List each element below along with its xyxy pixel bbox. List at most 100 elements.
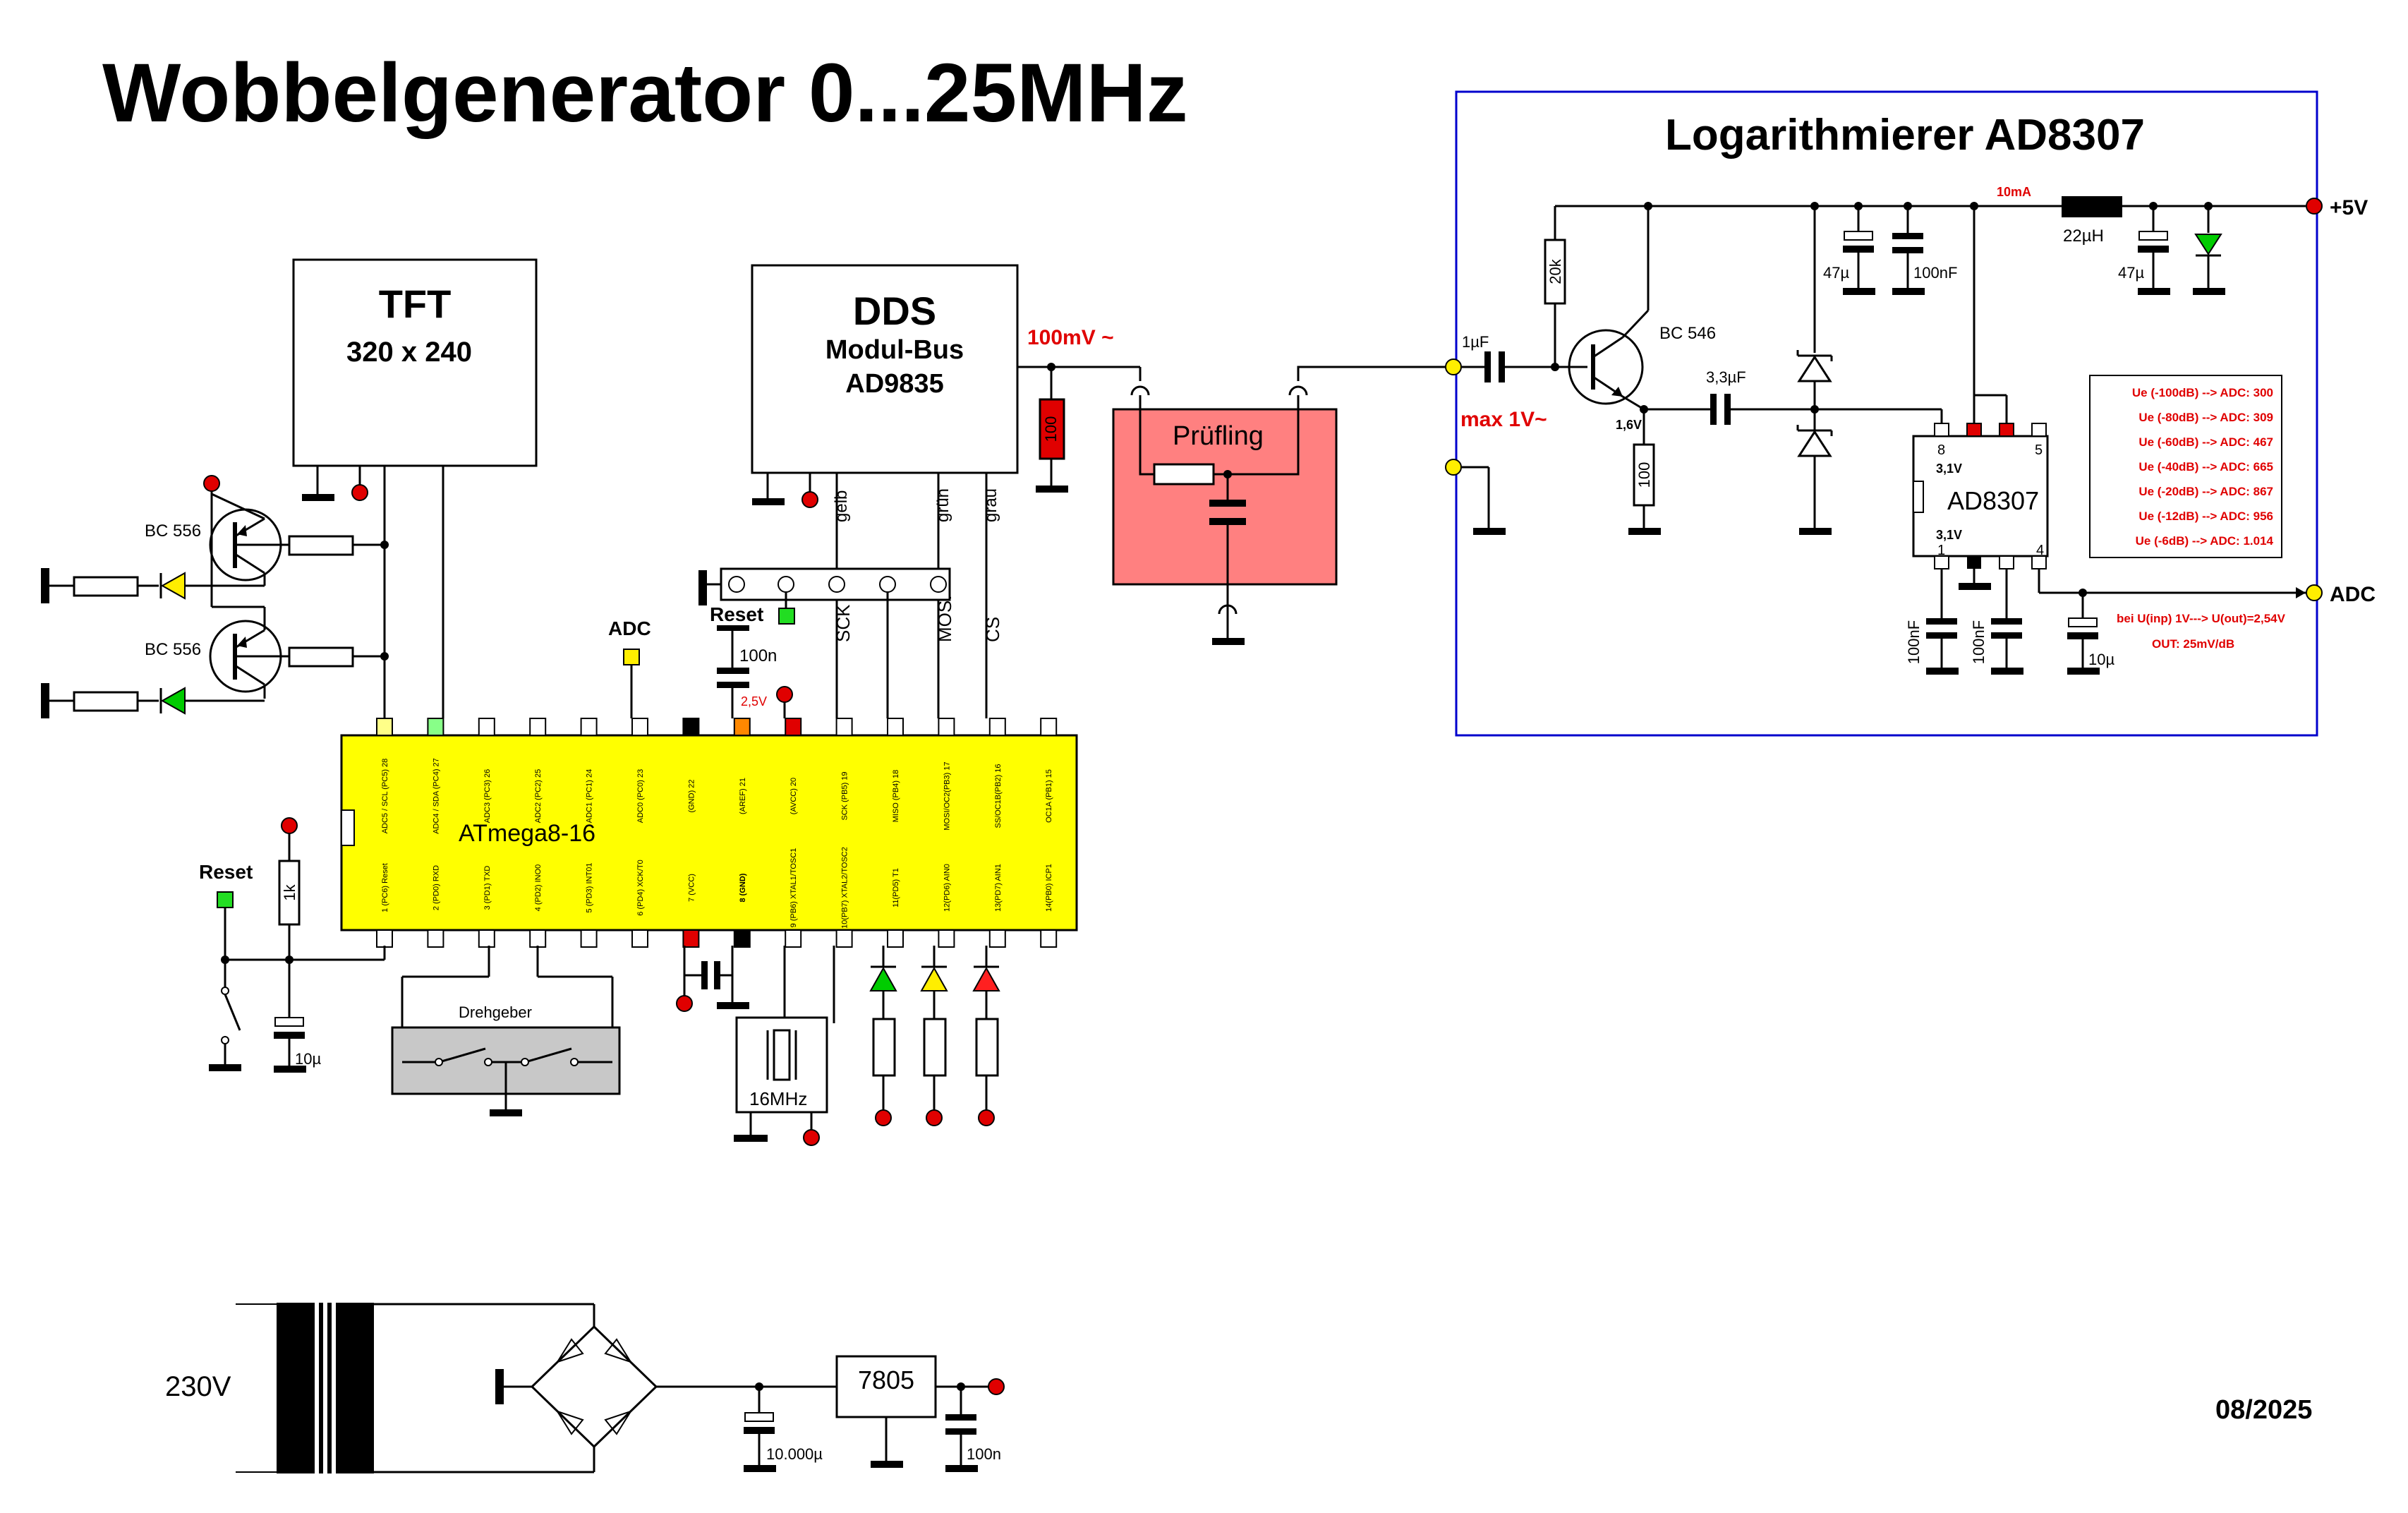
mcu-top-pin: [835, 718, 853, 736]
supply-label: +5V: [2330, 196, 2368, 219]
mcu-bottom-pin: [682, 929, 700, 948]
resistor: [288, 535, 354, 556]
mcu-bottom-pin-label: 7 (VCC): [687, 874, 696, 902]
tft-resolution: 320 x 240: [346, 337, 472, 368]
mcu-bottom-pin: [376, 929, 393, 948]
adc-table-row: Ue (-20dB) --> ADC: 867: [2138, 485, 2273, 498]
date-label: 08/2025: [2215, 1395, 2312, 1425]
mcu-top-pin: [427, 718, 444, 736]
mcu-top-pin-label: MOSI/OC2(PB3) 17: [943, 761, 951, 830]
cap-47b-label: 47µ: [2118, 264, 2144, 282]
transistor-q3: [1568, 329, 1644, 405]
mains-label: 230V: [165, 1371, 231, 1402]
mcu-top-pin: [580, 718, 598, 736]
isp-reset-label: Reset: [710, 603, 763, 625]
mcu-top-pin-label: OC1A (PB1) 15: [1045, 769, 1053, 823]
dds-title: DDS: [853, 289, 936, 333]
mcu-chip: [340, 734, 1078, 932]
mcu-bottom-pin: [785, 929, 802, 948]
power-led-icon: [2194, 234, 2222, 255]
tft-box: [292, 258, 538, 467]
v-pin1-label: 3,1V: [1936, 528, 1962, 542]
mcu-name: ATmega8-16: [459, 820, 595, 847]
q1-label: BC 556: [145, 522, 201, 541]
adc-output-label: ADC: [2330, 583, 2376, 606]
signal-mosi: MOSI: [934, 596, 955, 642]
aref-voltage: 2,5V: [741, 694, 767, 709]
tft-title: TFT: [379, 282, 452, 326]
signal-cs: CS: [982, 617, 1003, 642]
vcc-dot: [351, 484, 368, 501]
bias-label: 1,6V: [1616, 418, 1642, 432]
psu-cap-out: 100n: [967, 1445, 1001, 1463]
ad8307-chip: [1912, 435, 2049, 557]
transistor-q1: [203, 475, 282, 586]
adc-table: [2089, 375, 2282, 558]
reset-resistor: [278, 860, 301, 926]
psu-cap-big: 10.000µ: [766, 1445, 823, 1463]
mcu-bottom-pin-label: 6 (PD4) XCK/T0: [636, 860, 645, 915]
mcu-top-pin: [631, 718, 648, 736]
mcu-bottom-pin: [529, 929, 547, 948]
adc-output-terminal: [2306, 584, 2323, 601]
mcu-bottom-pin-label: 5 (PD3) INT01: [586, 863, 594, 913]
mcu-bottom-pin: [733, 929, 751, 948]
bridge-rectifier: [530, 1325, 658, 1449]
mcu-top-pin: [529, 718, 547, 736]
mcu-bottom-pin: [631, 929, 648, 948]
cap-47a-label: 47µ: [1823, 264, 1849, 282]
current-label: 10mA: [1997, 185, 2031, 199]
mcu-top-pin-label: (GND) 22: [687, 779, 696, 812]
mcu-top-pin: [1040, 718, 1058, 736]
mcu-top-pin-label: ADC3 (PC3) 26: [483, 769, 492, 823]
mcu-bottom-pin-label: 12(PD6) AIN0: [943, 864, 951, 912]
supply-terminal: [2306, 198, 2323, 215]
mcu-top-pin-label: SS/OC1B(PB2) 16: [994, 764, 1003, 828]
adc-table-row: Ue (-40dB) --> ADC: 665: [2138, 460, 2273, 474]
max-input-label: max 1V~: [1460, 408, 1547, 431]
ground-symbol: [302, 494, 334, 501]
wire-gelb: gelb: [832, 490, 851, 522]
mcu-top-pin: [478, 718, 495, 736]
q2-label: BC 556: [145, 640, 201, 659]
c-bottom1-label: 100nF: [1905, 620, 1923, 664]
mcu-top-pin-label: (AREF) 21: [739, 778, 747, 814]
cap-100nf-label: 100nF: [1913, 264, 1957, 282]
dds-load-resistor: [1039, 398, 1065, 460]
note-1: bei U(inp) 1V---> U(out)=2,54V: [2117, 612, 2286, 625]
mcu-bottom-pin-label: 9 (PB6) XTAL1/TOSC1: [789, 848, 798, 928]
inductor: [2062, 196, 2122, 217]
wire-grau: grau: [981, 488, 1000, 522]
aref-cap-label: 100n: [739, 646, 777, 665]
ground-symbol: [41, 568, 49, 603]
mcu-top-pin-label: ADC1 (PC1) 24: [586, 769, 594, 823]
cap-33-label: 3,3µF: [1706, 368, 1746, 386]
led-green-icon: [160, 687, 186, 715]
dds-line3: AD9835: [845, 369, 943, 399]
pin8-label: 8: [1937, 442, 1945, 458]
page-title: Wobbelgenerator 0...25MHz: [102, 47, 1188, 140]
reset-cap-label: 10µ: [295, 1050, 321, 1068]
dds-box: [751, 264, 1019, 474]
mcu-bottom-pin-label: 11(PD5) T1: [892, 868, 900, 908]
regulator-7805: [835, 1355, 937, 1418]
led-yellow-icon: [160, 572, 186, 600]
c-bottom3-label: 10µ: [2088, 651, 2114, 668]
adc-table-row: Ue (-80dB) --> ADC: 309: [2138, 411, 2273, 424]
dut-label: Prüfling: [1173, 421, 1264, 451]
in-cap-label: 1µF: [1462, 333, 1489, 351]
mcu-top-pin: [988, 718, 1006, 736]
mcu-top-pin: [682, 718, 700, 736]
dds-resistor-value: 100: [1042, 416, 1060, 442]
encoder-label: Drehgeber: [459, 1003, 532, 1021]
mcu-bottom-pin: [1040, 929, 1058, 948]
status-leds: [869, 946, 1000, 1126]
adc-table-row: Ue (-100dB) --> ADC: 300: [2132, 386, 2273, 399]
signal-sck: SCK: [833, 604, 854, 642]
pin4-label: 4: [2036, 543, 2044, 558]
reset-left-label: Reset: [199, 861, 253, 883]
mcu-top-pin: [887, 718, 904, 736]
mcu-bottom-pin: [580, 929, 598, 948]
